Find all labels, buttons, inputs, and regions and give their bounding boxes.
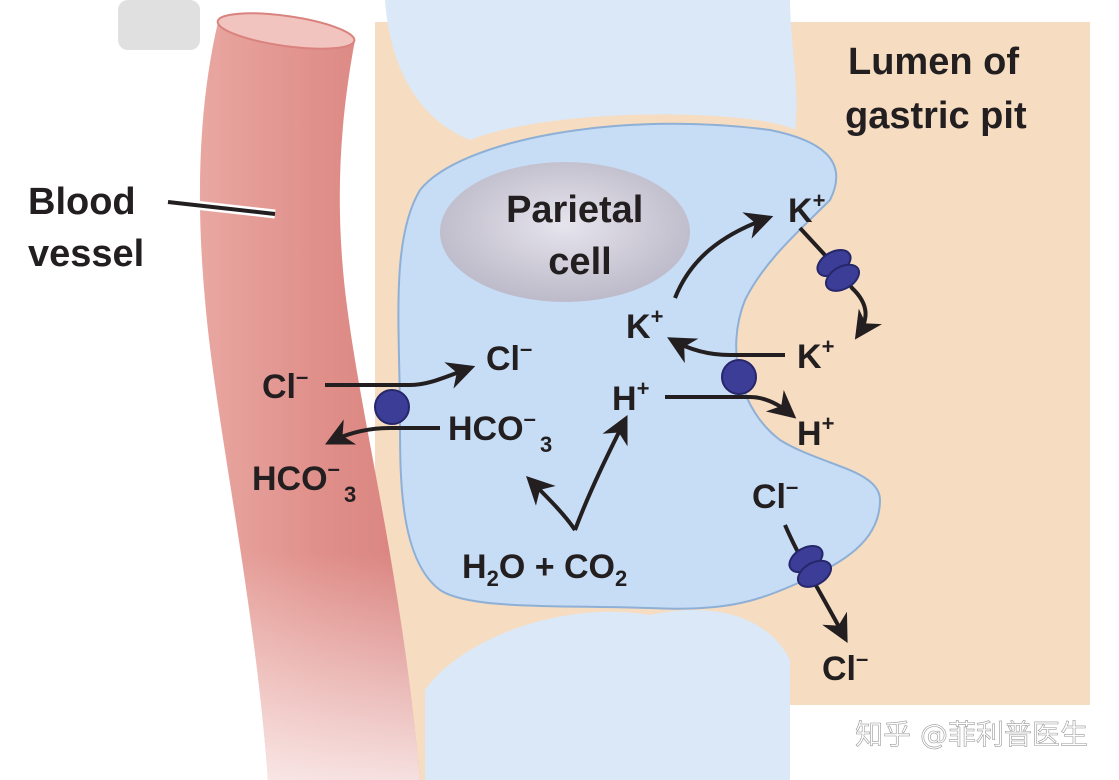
ion-cl-lumen: Cl– bbox=[822, 646, 868, 688]
lower-neighbor-cell bbox=[425, 610, 790, 780]
k-recycle-arrow-in bbox=[673, 212, 774, 299]
blood-vessel-label: Blood vessel bbox=[28, 181, 146, 275]
ion-cl-membrane: Cl– bbox=[752, 474, 798, 516]
ion-cl-cell: Cl– bbox=[486, 336, 532, 378]
ion-k-top: K+ bbox=[788, 188, 825, 230]
reaction-arrow-hco3 bbox=[526, 476, 577, 532]
ion-k-cell: K+ bbox=[626, 304, 663, 346]
blood-vessel-leader-line bbox=[167, 200, 276, 216]
ion-hco3-cell: HCO– bbox=[448, 406, 536, 448]
ion-k-lumen: K+ bbox=[797, 334, 834, 376]
parietal-cell-label: Parietal cell bbox=[506, 189, 654, 283]
nucleus bbox=[440, 162, 690, 302]
h-secretion-arrow bbox=[665, 389, 797, 419]
watermark: 知乎 @菲利普医生 bbox=[855, 718, 1088, 751]
ion-hco3-cell-sub: 3 bbox=[540, 432, 552, 457]
blurred-avatar-patch bbox=[118, 0, 200, 50]
blood-vessel-opening bbox=[216, 12, 356, 50]
cl-influx-arrow bbox=[325, 362, 476, 389]
h-k-atpase bbox=[721, 359, 757, 395]
upper-neighbor-cell bbox=[385, 0, 797, 140]
ion-h-cell: H+ bbox=[612, 376, 649, 418]
ion-hco3-blood-sub: 3 bbox=[344, 482, 356, 507]
lumen-label: Lumen of gastric pit bbox=[845, 41, 1030, 137]
k-channel bbox=[816, 248, 861, 292]
k-recycle-path bbox=[798, 226, 883, 340]
ion-cl-blood: Cl– bbox=[262, 364, 308, 406]
hco3-efflux-arrow bbox=[324, 419, 440, 445]
ion-h-lumen: H+ bbox=[797, 411, 834, 453]
reaction-arrow-h bbox=[573, 414, 628, 531]
reaction-h2o-co2: H2O + CO2 bbox=[462, 548, 627, 591]
cl-hco3-exchanger bbox=[374, 389, 410, 425]
ion-hco3-blood: HCO– bbox=[252, 456, 340, 498]
cl-channel bbox=[788, 544, 833, 588]
k-uptake-arrow bbox=[667, 337, 785, 364]
